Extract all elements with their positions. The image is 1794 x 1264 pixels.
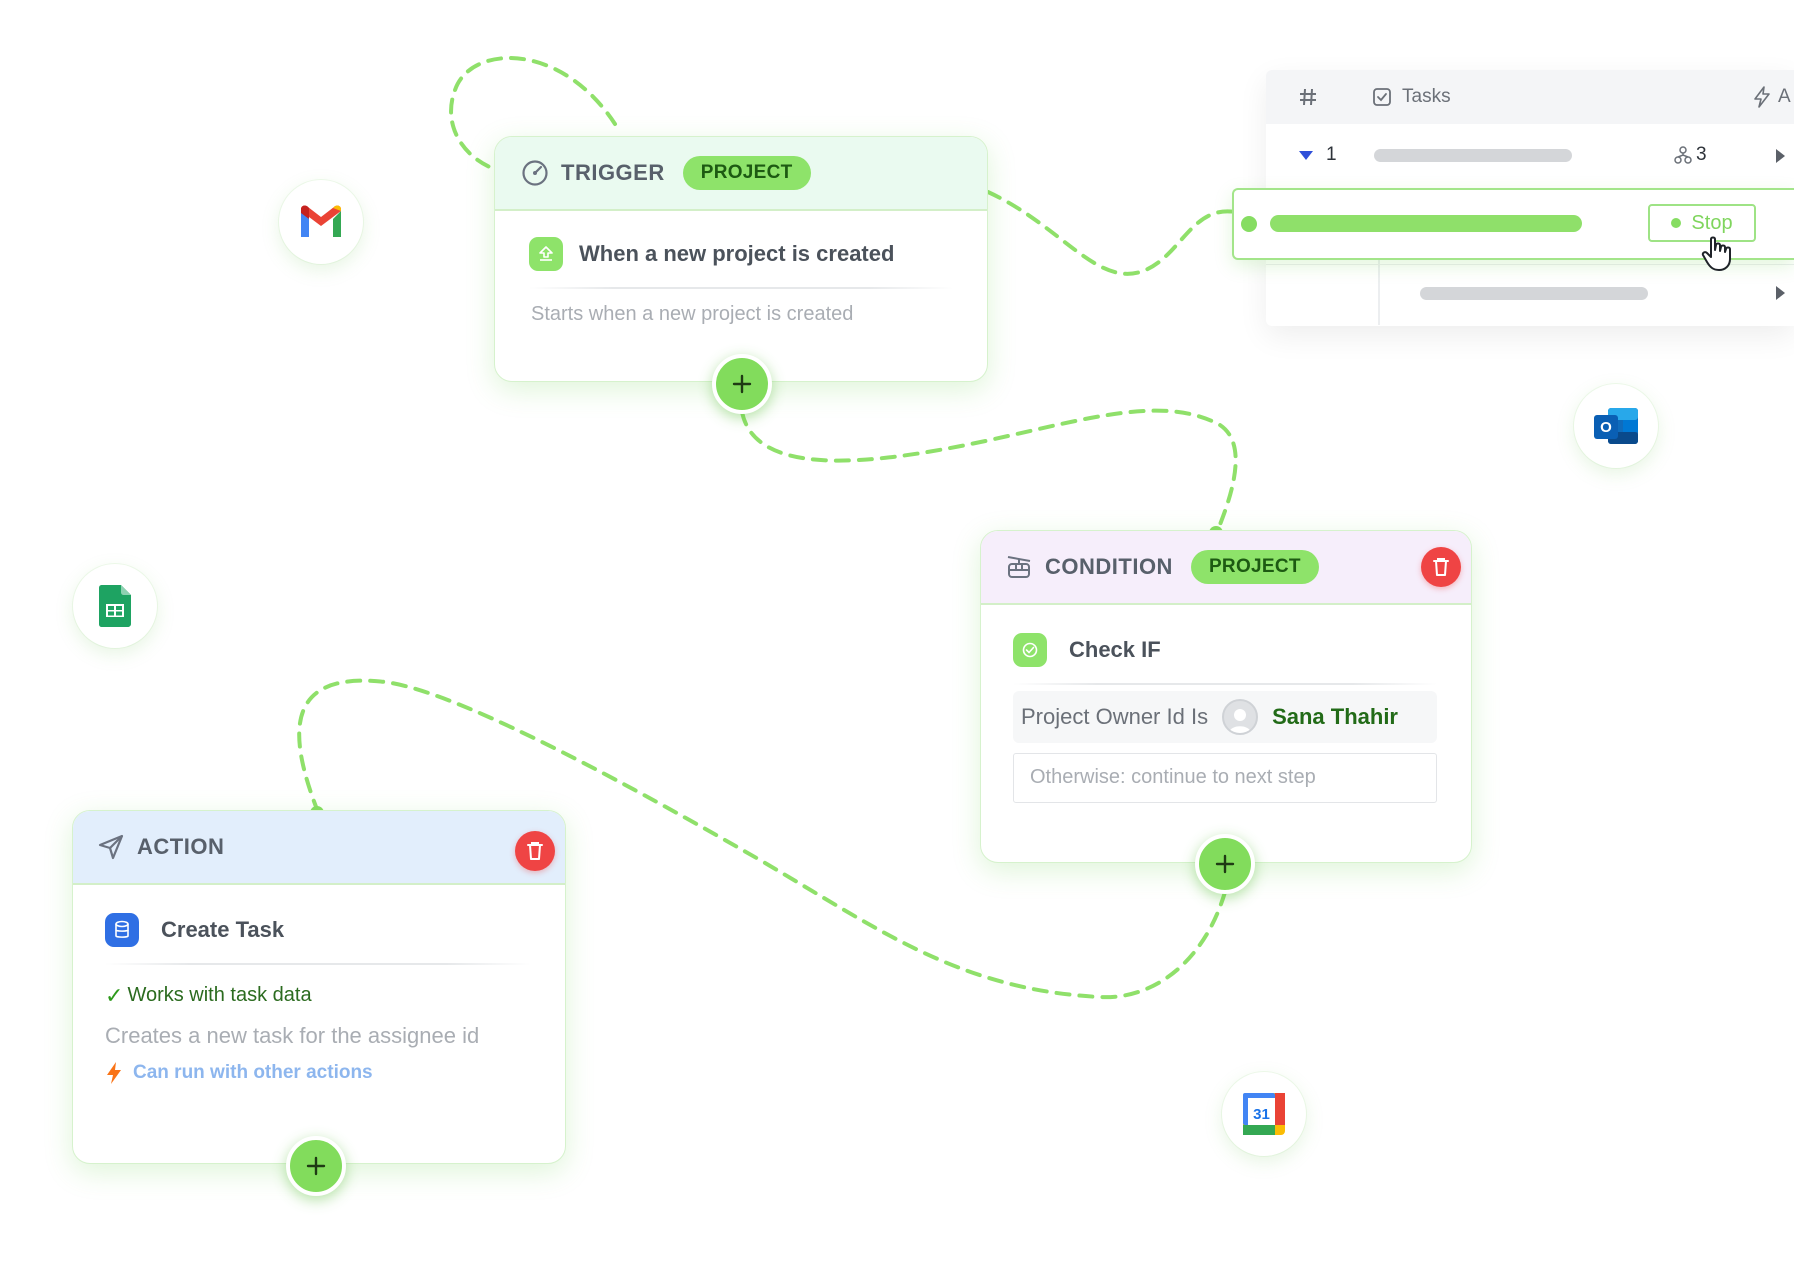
checkbox-icon <box>1373 88 1391 106</box>
subtasks-icon <box>1674 146 1692 164</box>
outlook-letter: O <box>1600 419 1612 436</box>
gondola-icon <box>1007 556 1031 578</box>
expand-caret-icon[interactable] <box>1299 151 1313 160</box>
calendar-day: 31 <box>1253 1106 1270 1123</box>
trigger-card-header: TRIGGER PROJECT <box>495 137 987 211</box>
condition-divider <box>1013 683 1437 685</box>
action-label: ACTION <box>137 834 225 859</box>
action-card-header: ACTION <box>73 811 565 885</box>
connector-trigger-to-condition <box>740 408 1238 534</box>
condition-type-pill: PROJECT <box>1190 550 1319 584</box>
condition-card-header: CONDITION PROJECT <box>981 531 1471 605</box>
trash-icon <box>1433 558 1449 576</box>
subtask-count: 3 <box>1696 144 1707 165</box>
action-delete-button[interactable] <box>515 831 555 871</box>
condition-card[interactable]: CONDITION PROJECT Check IF Project Owner… <box>980 530 1472 863</box>
trigger-label: TRIGGER <box>561 160 665 185</box>
checkmark-icon: ✓ <box>105 982 124 1008</box>
plus-icon <box>732 374 752 394</box>
condition-otherwise-box: Otherwise: continue to next step <box>1013 752 1437 803</box>
send-arrow-icon <box>98 834 124 860</box>
condition-label: CONDITION <box>1045 554 1173 579</box>
task-name-placeholder <box>1374 149 1572 162</box>
condition-otherwise-text: Otherwise: continue to next step <box>1030 766 1316 788</box>
condition-title: Check IF <box>1069 637 1161 662</box>
trigger-add-step-button[interactable] <box>712 354 772 414</box>
check-if-icon <box>1013 633 1047 667</box>
google-sheets-app-bubble[interactable] <box>73 564 157 648</box>
outlook-app-bubble[interactable]: O <box>1574 384 1658 468</box>
tasks-table-header: Tasks A <box>1266 70 1794 124</box>
outlook-icon: O <box>1594 408 1638 444</box>
stop-label: Stop <box>1691 211 1733 234</box>
project-created-icon <box>529 237 563 271</box>
google-calendar-app-bubble[interactable]: 31 <box>1222 1072 1306 1156</box>
lightning-icon <box>107 1061 121 1084</box>
tasks-column-header[interactable]: Tasks <box>1402 86 1451 107</box>
row-number: 1 <box>1326 144 1337 165</box>
condition-field: Project Owner Id Is <box>1021 703 1209 729</box>
avatar <box>1222 698 1259 735</box>
google-calendar-icon: 31 <box>1243 1093 1285 1135</box>
hash-icon <box>1300 88 1316 106</box>
lightning-outline-icon <box>1754 86 1770 108</box>
stop-dot-icon <box>1671 218 1682 228</box>
gauge-icon <box>522 160 548 186</box>
plus-icon <box>306 1156 326 1176</box>
running-task-row[interactable]: Stop <box>1232 188 1794 271</box>
plus-icon <box>1215 854 1235 874</box>
table-row[interactable]: 1 3 <box>1266 124 1794 188</box>
action-note: Can run with other actions <box>133 1061 373 1083</box>
action-works-with: Works with task data <box>127 984 312 1006</box>
action-card[interactable]: ACTION Create Task ✓ Works with task dat <box>72 810 566 1164</box>
condition-value: Sana Thahir <box>1272 703 1398 729</box>
trigger-type-pill: PROJECT <box>682 156 811 190</box>
stop-button[interactable]: Stop <box>1648 204 1756 242</box>
running-status-dot <box>1241 216 1257 232</box>
table-row[interactable] <box>1266 264 1794 325</box>
google-sheets-icon <box>99 585 131 627</box>
gmail-icon <box>301 205 341 237</box>
action-add-step-button[interactable] <box>286 1136 346 1196</box>
truncated-column-header: A <box>1778 86 1791 107</box>
user-icon <box>1229 708 1252 733</box>
hand-cursor-icon <box>1701 236 1731 271</box>
condition-rule-row[interactable]: Project Owner Id Is Sana Thahir <box>1013 690 1437 743</box>
database-icon <box>105 913 139 947</box>
task-name-placeholder <box>1420 287 1648 300</box>
row-open-arrow-icon[interactable] <box>1776 286 1785 300</box>
running-progress-bar <box>1270 215 1582 232</box>
trigger-divider <box>529 287 953 289</box>
gmail-app-bubble[interactable] <box>279 180 363 264</box>
condition-add-step-button[interactable] <box>1195 834 1255 894</box>
trigger-title: When a new project is created <box>579 241 895 266</box>
condition-delete-button[interactable] <box>1421 547 1461 587</box>
trigger-description: Starts when a new project is created <box>531 302 854 325</box>
trash-icon <box>527 842 543 860</box>
action-title: Create Task <box>161 917 285 942</box>
trigger-card[interactable]: TRIGGER PROJECT When a new project is cr… <box>494 136 988 382</box>
action-divider <box>105 963 531 965</box>
action-description: Creates a new task for the assignee id <box>105 1022 480 1048</box>
row-open-arrow-icon[interactable] <box>1776 149 1785 163</box>
connector-trigger-to-table <box>986 190 1237 276</box>
